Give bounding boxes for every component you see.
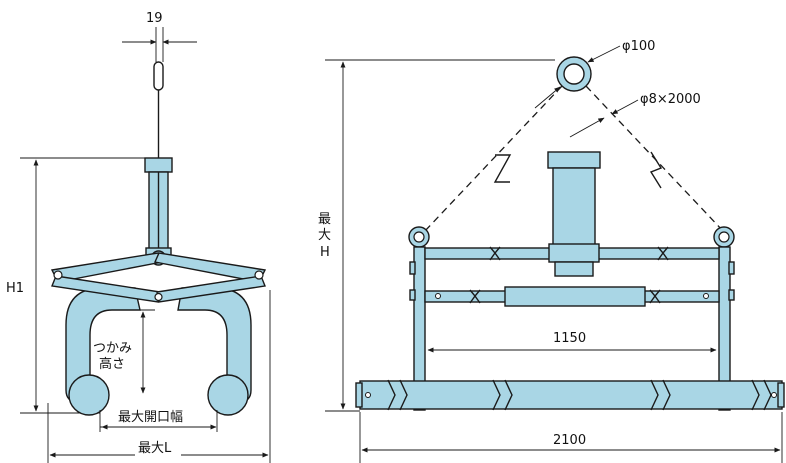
h1-label: H1 <box>6 281 24 296</box>
left-sling-break <box>493 154 512 183</box>
beam-break-3 <box>650 379 671 411</box>
column-lower <box>554 261 594 277</box>
left-tab-1 <box>409 261 416 275</box>
beam-bolt-left <box>365 392 371 398</box>
right-tab-2 <box>728 289 735 301</box>
center-pivot <box>154 292 163 302</box>
left-pivot <box>53 270 63 280</box>
right-jaw-pad <box>207 374 249 416</box>
span-1150-label: 1150 <box>553 331 586 346</box>
left-jaw-pad <box>68 374 110 416</box>
cylinder-cap <box>144 157 173 173</box>
max-h-label-3: H <box>320 245 330 260</box>
beam-left-end <box>355 382 363 408</box>
max-h-label-1: 最 <box>318 212 331 227</box>
right-shackle-hole <box>718 231 730 243</box>
mid-bolt-right <box>703 293 709 299</box>
maxh-label-bg <box>316 208 334 260</box>
left-side-post <box>413 246 426 411</box>
sling-label: φ8×2000 <box>640 92 701 107</box>
beam-break-2 <box>492 379 513 411</box>
column-cap <box>547 151 601 169</box>
right-side-post <box>718 246 731 411</box>
grip-height-label-2: 高さ <box>99 356 125 372</box>
column-body <box>552 167 596 247</box>
left-sling <box>423 85 563 233</box>
ring-dia-arrow-2 <box>587 45 621 63</box>
middle-sleeve <box>504 286 646 307</box>
top-eye-link <box>153 61 164 91</box>
max-opening-label: 最大開口幅 <box>118 410 183 425</box>
opening-label-bg <box>112 408 204 424</box>
ring-dia-label: φ100 <box>622 39 655 54</box>
beam-bolt-right <box>771 392 777 398</box>
lower-arm-left <box>51 275 161 303</box>
max-l-label: 最大L <box>138 441 172 456</box>
sling-arrow-2 <box>611 99 639 115</box>
spreader-front-view: 最 大 H φ100 φ8×2000 <box>316 39 785 463</box>
left-tab-2 <box>409 289 416 301</box>
column-collar <box>548 243 600 263</box>
mid-bolt-left <box>435 293 441 299</box>
grip-height-label-1: つかみ <box>93 341 132 356</box>
lower-arm-right <box>156 275 266 303</box>
left-shackle-hole <box>413 231 425 243</box>
upper-bar-break-2 <box>657 246 669 261</box>
l-label-bg <box>135 440 181 456</box>
right-pivot <box>254 270 264 280</box>
lifting-ring-hole <box>563 63 585 85</box>
dim-19-label: 19 <box>146 11 163 26</box>
ring-dia-arrow-1 <box>534 86 561 109</box>
beam-right-end <box>777 382 785 408</box>
bottom-beam <box>359 380 783 410</box>
right-sling-break <box>649 151 663 189</box>
mid-bar-break-1 <box>469 289 481 304</box>
clamp-side-view: 19 H1 つかみ <box>6 11 271 463</box>
total-2100-label: 2100 <box>553 433 586 448</box>
beam-break-1 <box>387 379 408 411</box>
right-tab-1 <box>728 261 735 275</box>
sling-arrow-1 <box>569 117 605 138</box>
upper-bar-break-1 <box>489 246 501 261</box>
max-h-label-2: 大 <box>318 228 331 243</box>
mid-bar-break-2 <box>649 289 661 304</box>
